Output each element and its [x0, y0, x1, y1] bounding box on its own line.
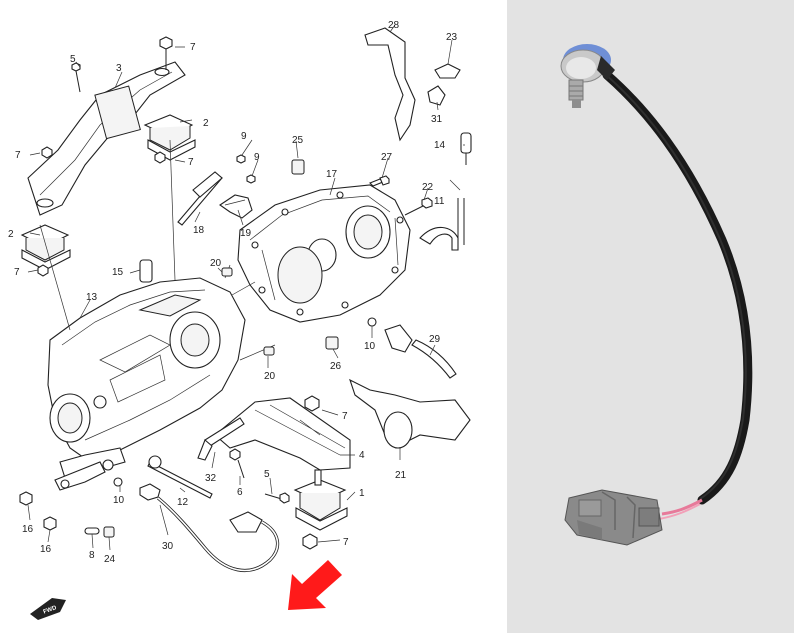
part-30-speed-sensor: [139, 483, 280, 573]
part-25-plug: [291, 159, 305, 175]
part-5-bolt-lower: [264, 492, 290, 504]
transfer-case-exploded-diagram: 1 2 2 3 4 5 5 6 7 7 7 7 7 7 8 9 9 10 10 …: [8, 20, 472, 620]
output-flange-left: [54, 461, 106, 491]
part-2-rubber-mount-upper: [143, 114, 196, 161]
label-14: 14: [434, 140, 446, 151]
sensor-head: [560, 44, 615, 108]
red-arrow-icon: [288, 560, 342, 610]
label-9: 9: [254, 152, 260, 163]
label-28: 28: [388, 20, 400, 31]
label-24: 24: [104, 554, 116, 565]
speed-sensor-photo: [560, 44, 753, 546]
label-1: 1: [359, 488, 365, 499]
part-28-bracket: [364, 27, 416, 142]
part-number-labels: 1 2 2 3 4 5 5 6 7 7 7 7 7 7 8 9 9 10 10 …: [8, 20, 458, 565]
part-32-bracket: [197, 417, 245, 461]
label-5: 5: [70, 54, 76, 65]
label-17: 17: [326, 169, 338, 180]
part-11-breather-hose: [419, 198, 465, 251]
label-2: 2: [8, 229, 14, 240]
part-20-dowel-pins: [221, 267, 275, 356]
part-3-mount-bracket: [27, 61, 186, 216]
part-14-breather-cap: [460, 132, 472, 165]
part-15-dowel: [139, 259, 153, 283]
part-23-clip: [434, 63, 461, 79]
part-22-bolt: [404, 197, 433, 216]
label-3: 3: [116, 63, 122, 74]
label-7: 7: [15, 150, 21, 161]
label-13: 13: [86, 292, 98, 303]
sensor-photo-panel: [507, 0, 794, 633]
label-32: 32: [205, 473, 217, 484]
label-21: 21: [395, 470, 407, 481]
label-22: 22: [422, 182, 434, 193]
part-31-clamp: [427, 85, 446, 106]
label-16: 16: [22, 524, 34, 535]
label-18: 18: [193, 225, 205, 236]
part-27-bolt: [369, 175, 390, 187]
sensor-pink-wires: [661, 498, 703, 516]
part-18-shift-rod: [177, 171, 223, 226]
part-26-plug: [325, 336, 339, 350]
label-30: 30: [162, 541, 174, 552]
part-1-rubber-mount: [293, 469, 348, 531]
label-10: 10: [364, 341, 376, 352]
label-7: 7: [190, 42, 196, 53]
part-16-drain-plugs: [19, 491, 57, 531]
label-27: 27: [381, 152, 393, 163]
leader-lines: [27, 24, 465, 551]
part-19-shift-fork: [219, 194, 253, 219]
part-2-rubber-mount-lower: [20, 224, 71, 271]
fwd-arrow-icon: FWD: [30, 598, 66, 620]
label-15: 15: [112, 267, 124, 278]
part-12-cable-tie: [147, 455, 213, 499]
part-8-pin: [84, 527, 100, 535]
part-21-actuator: [349, 378, 471, 449]
part-6-bolt: [229, 448, 245, 479]
part-10-washer: [113, 317, 377, 487]
fastener-icons-top-left: [37, 36, 173, 277]
part-29-switch: [384, 324, 457, 379]
label-12: 12: [177, 497, 189, 508]
label-8: 8: [89, 550, 95, 561]
part-4-crossmember: [214, 395, 351, 471]
label-16: 16: [40, 544, 52, 555]
label-31: 31: [431, 114, 443, 125]
label-7: 7: [343, 537, 349, 548]
label-2: 2: [203, 118, 209, 129]
label-5: 5: [264, 469, 270, 480]
label-20: 20: [264, 371, 276, 382]
part-9-bolts: [236, 154, 256, 184]
label-7: 7: [342, 411, 348, 422]
label-4: 4: [359, 450, 365, 461]
part-7-nut-lower: [302, 533, 318, 550]
fwd-label: FWD: [43, 605, 59, 616]
part-24-bushing: [103, 526, 115, 538]
part-17-case-cover: [237, 184, 411, 323]
sensor-cable: [602, 70, 753, 505]
label-26: 26: [330, 361, 342, 372]
label-7: 7: [14, 267, 20, 278]
label-7: 7: [188, 157, 194, 168]
label-25: 25: [292, 135, 304, 146]
label-29: 29: [429, 334, 441, 345]
sensor-connector: [564, 489, 663, 546]
label-9: 9: [241, 131, 247, 142]
label-19: 19: [240, 228, 252, 239]
label-10: 10: [113, 495, 125, 506]
label-20: 20: [210, 258, 222, 269]
label-11: 11: [434, 196, 445, 207]
part-13-transfer-case-housing: [47, 277, 246, 479]
label-23: 23: [446, 32, 458, 43]
label-6: 6: [237, 487, 243, 498]
